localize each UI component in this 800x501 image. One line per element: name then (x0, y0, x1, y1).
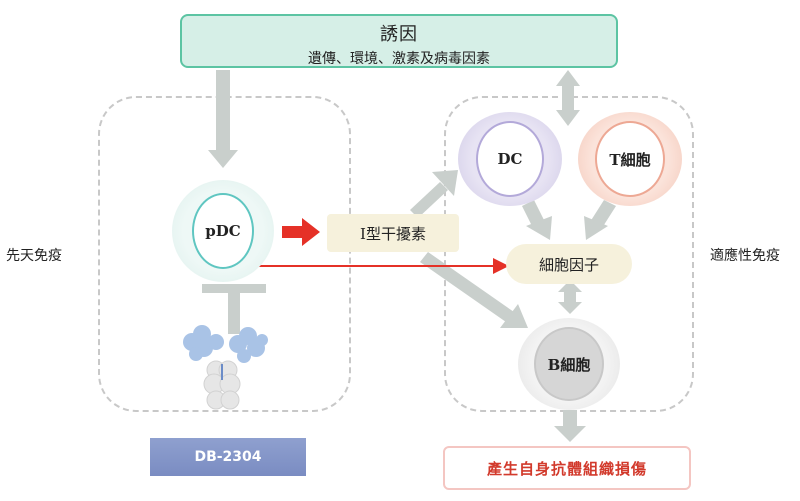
arrow-trigger-adaptive (556, 70, 580, 126)
arrow-trigger-to-pdc (208, 70, 238, 168)
bcell-nucleus: B細胞 (534, 327, 604, 401)
interferon-label: I型干擾素 (360, 224, 426, 243)
bcell: B細胞 (518, 318, 620, 410)
dc-label: DC (497, 150, 523, 168)
arrow-interferon-to-bcell (420, 252, 528, 328)
dc-nucleus: DC (476, 121, 544, 197)
inhibition-bar (202, 284, 266, 334)
arrow-tcell-to-cytokine (584, 200, 616, 240)
pdc-cell: pDC (172, 180, 274, 282)
tcell-label: T細胞 (609, 150, 651, 169)
cytokine-box: 細胞因子 (506, 244, 632, 284)
drug-box: DB-2304 (150, 438, 306, 476)
interferon-box: I型干擾素 (327, 214, 459, 252)
bcell-label: B細胞 (547, 355, 591, 374)
tcell: T細胞 (578, 112, 682, 206)
arrow-cytokine-bcell (558, 280, 582, 314)
antibody-icon (183, 325, 268, 410)
outcome-box: 產生自身抗體組織損傷 (443, 446, 691, 490)
innate-immunity-label: 先天免疫 (6, 248, 62, 264)
trigger-subtitle: 遺傳、環境、激素及病毒因素 (308, 51, 490, 67)
arrow-interferon-to-dc (410, 170, 458, 218)
tcell-nucleus: T細胞 (595, 121, 665, 197)
adaptive-immunity-label: 適應性免疫 (710, 248, 780, 264)
arrow-bcell-to-outcome (554, 410, 586, 442)
pdc-nucleus: pDC (192, 193, 254, 269)
arrow-dc-to-cytokine (522, 200, 552, 240)
cytokine-label: 細胞因子 (538, 255, 599, 274)
trigger-title: 誘因 (380, 24, 418, 45)
dc-cell: DC (458, 112, 562, 206)
arrow-pdc-to-interferon (282, 218, 320, 246)
trigger-box: 誘因 遺傳、環境、激素及病毒因素 (180, 14, 618, 68)
pdc-label: pDC (205, 222, 241, 240)
